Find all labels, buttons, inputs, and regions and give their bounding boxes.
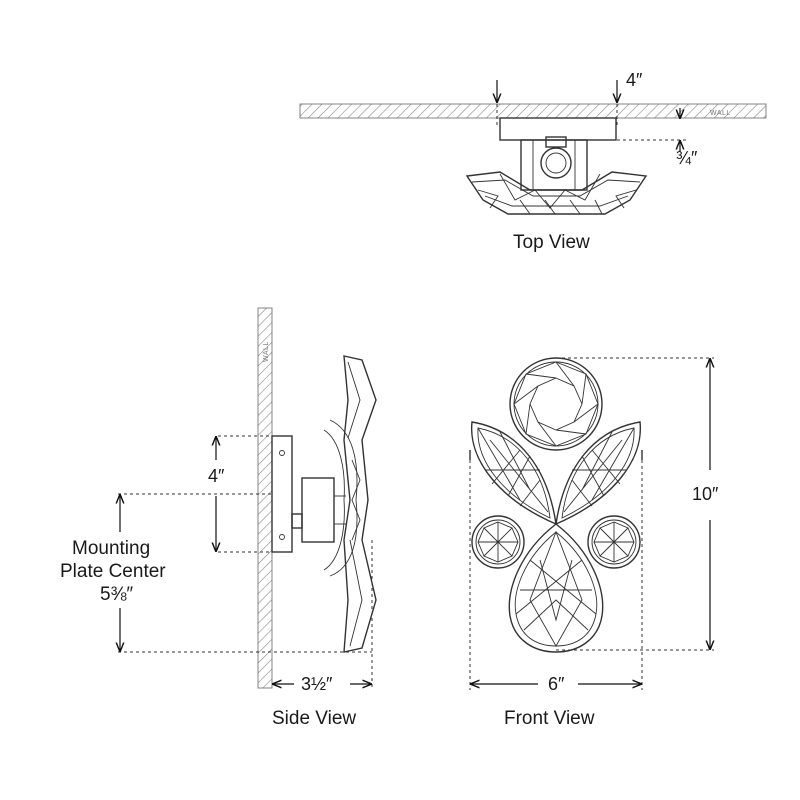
front-left-small-crystal <box>471 515 525 569</box>
side-plate-height-dimension: 4″ <box>208 466 225 486</box>
front-width-dimension: 6″ <box>548 674 565 694</box>
top-view-label: Top View <box>513 232 590 253</box>
top-plate-depth-dimension: ¾″ <box>676 148 698 168</box>
side-view: WALL 4″ Mounting Plate Center 5⅜″ <box>60 307 377 729</box>
front-view-label: Front View <box>504 708 595 729</box>
front-bottom-teardrop-crystal <box>508 523 604 653</box>
side-wall-label: WALL <box>263 341 270 362</box>
top-wall-label: WALL <box>710 110 731 117</box>
front-left-leaf-crystal <box>471 421 557 526</box>
side-view-label: Side View <box>272 708 356 729</box>
top-socket <box>540 147 572 179</box>
mounting-label-line2: Plate Center <box>60 561 166 582</box>
front-right-leaf-crystal <box>555 421 641 526</box>
top-width-dimension: 4″ <box>626 70 643 90</box>
mounting-value: 5⅜″ <box>100 584 133 605</box>
top-wall <box>299 103 767 119</box>
front-height-dimension: 10″ <box>692 484 719 504</box>
side-mounting-plate <box>271 435 293 553</box>
side-crystal-profile <box>323 355 377 653</box>
side-wall <box>257 307 273 689</box>
top-crystal-shade <box>465 171 648 215</box>
side-canopy <box>301 477 335 543</box>
mounting-label-line1: Mounting <box>72 538 150 559</box>
front-view: 10″ 6″ Front View <box>469 357 719 729</box>
front-right-small-crystal <box>587 515 641 569</box>
front-top-crystal <box>509 357 603 451</box>
top-view: WALL 4″ ¾″ Top View <box>299 70 767 253</box>
side-depth-dimension: 3½″ <box>301 674 333 694</box>
